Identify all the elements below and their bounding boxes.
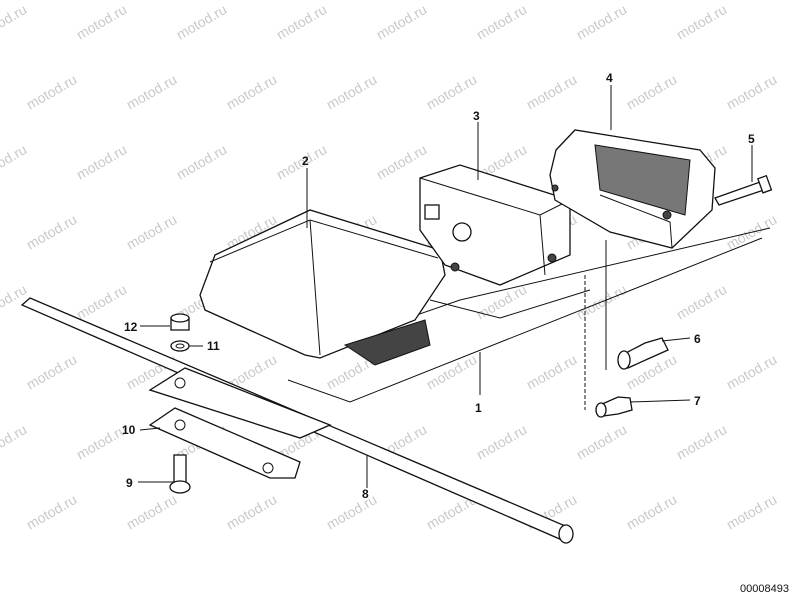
diagram-code: 00008493: [740, 583, 789, 595]
watermark-text: motod.ru: [74, 421, 130, 462]
callout-12: 12: [124, 320, 138, 334]
bolt: [169, 454, 191, 494]
watermark-text: motod.ru: [324, 71, 380, 112]
watermark-text: motod.ru: [0, 421, 29, 462]
watermark-text: motod.ru: [474, 1, 530, 42]
nut: [170, 313, 190, 331]
watermark-text: motod.ru: [624, 71, 680, 112]
callout-7: 7: [694, 394, 701, 408]
watermark-text: motod.ru: [524, 351, 580, 392]
callout-8: 8: [362, 487, 369, 501]
watermark-text: motod.ru: [374, 141, 430, 182]
callout-2: 2: [302, 154, 309, 168]
watermark-text: motod.ru: [724, 351, 780, 392]
watermark-text: motod.ru: [24, 211, 80, 252]
watermark-text: motod.ru: [374, 1, 430, 42]
callout-5: 5: [748, 132, 755, 146]
watermark-text: motod.ru: [424, 71, 480, 112]
watermark-text: motod.ru: [324, 491, 380, 532]
watermark-text: motod.ru: [424, 351, 480, 392]
watermark-text: motod.ru: [674, 281, 730, 322]
watermark-text: motod.ru: [124, 491, 180, 532]
watermark-text: motod.ru: [724, 491, 780, 532]
callout-6: 6: [694, 332, 701, 346]
bulb-small: [595, 396, 633, 418]
callout-10: 10: [122, 423, 136, 437]
watermark-text: motod.ru: [224, 491, 280, 532]
watermark-text: motod.ru: [74, 141, 130, 182]
watermark-text: motod.ru: [724, 71, 780, 112]
bulb-large: [617, 337, 669, 370]
watermark-text: motod.ru: [574, 1, 630, 42]
callout-11: 11: [207, 339, 220, 353]
leader-lines: [138, 85, 753, 488]
watermark-text: motod.ru: [174, 141, 230, 182]
watermark-text: motod.ru: [0, 1, 29, 42]
watermark-text: motod.ru: [174, 1, 230, 42]
watermark-text: motod.ru: [24, 351, 80, 392]
watermark-text: motod.ru: [24, 491, 80, 532]
tail-lens: [549, 129, 716, 249]
callout-1: 1: [475, 401, 482, 415]
watermark-text: motod.ru: [224, 71, 280, 112]
watermark-text: motod.ru: [624, 491, 680, 532]
watermark-text: motod.ru: [674, 421, 730, 462]
watermark-text: motod.ru: [674, 1, 730, 42]
bracket: [148, 367, 332, 479]
watermark-text: motod.ru: [124, 71, 180, 112]
callout-4: 4: [606, 71, 613, 85]
watermark-text: motod.ru: [474, 421, 530, 462]
watermark-text: motod.ru: [0, 141, 29, 182]
callout-9: 9: [126, 476, 133, 490]
watermark-text: motod.ru: [524, 71, 580, 112]
lamp-housing: [199, 209, 446, 366]
bulb-guide-lines: [584, 240, 607, 410]
watermark-text: motod.ru: [574, 421, 630, 462]
watermark-text: motod.ru: [24, 71, 80, 112]
screw: [714, 174, 773, 206]
watermark-text: motod.ru: [274, 1, 330, 42]
watermark-text: motod.ru: [74, 1, 130, 42]
watermark-text: motod.ru: [474, 281, 530, 322]
watermark-text: motod.ru: [124, 211, 180, 252]
lamp-holder: [419, 164, 571, 286]
washer: [170, 340, 190, 352]
callout-3: 3: [473, 109, 480, 123]
watermark-text: motod.ru: [74, 281, 130, 322]
